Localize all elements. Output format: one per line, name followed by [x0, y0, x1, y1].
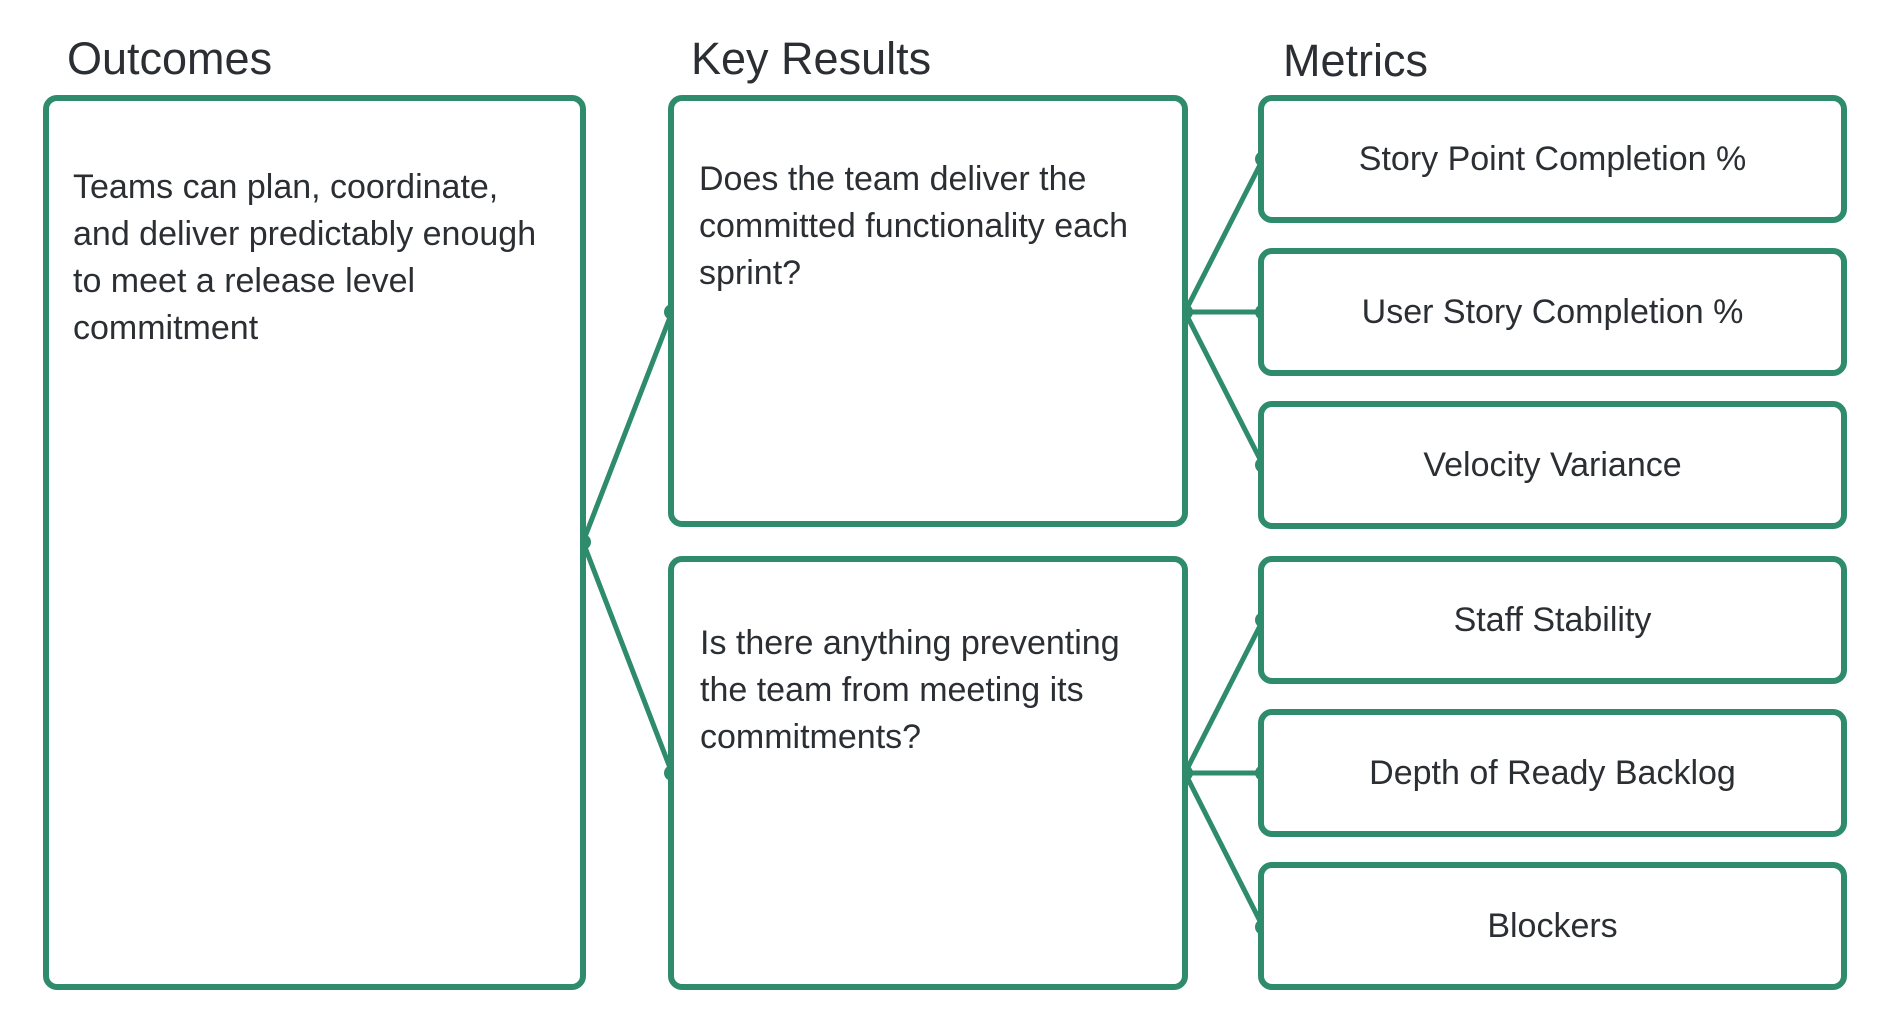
connector-outcome-kr2: [580, 539, 675, 776]
connector-kr1-metric1: [1182, 156, 1266, 315]
outcomes-heading: Outcomes: [67, 33, 273, 84]
key-result-box-1: Does the team deliver the committed func…: [668, 95, 1188, 527]
outcome-box: Teams can plan, coordinate, and deliver …: [43, 95, 586, 990]
metric-label: Blockers: [1487, 907, 1618, 945]
metric-label: Story Point Completion %: [1358, 140, 1747, 178]
metric-label: User Story Completion %: [1361, 293, 1744, 331]
connector-kr2-metric6: [1182, 770, 1266, 930]
metric-label: Staff Stability: [1453, 601, 1652, 639]
key-result-text: Does the team deliver the committed func…: [699, 160, 1128, 292]
key-result-text: Is there anything preventing the team fr…: [700, 624, 1120, 756]
metric-box: Staff Stability: [1258, 556, 1847, 684]
metric-label: Velocity Variance: [1423, 446, 1682, 484]
connector-kr2-metric4: [1182, 617, 1266, 776]
metric-box: User Story Completion %: [1258, 248, 1847, 376]
metric-box: Story Point Completion %: [1258, 95, 1847, 223]
metric-box: Velocity Variance: [1258, 401, 1847, 529]
connector-outcome-kr1: [580, 309, 675, 545]
metric-box: Blockers: [1258, 862, 1847, 990]
metric-box: Depth of Ready Backlog: [1258, 709, 1847, 837]
metric-label: Depth of Ready Backlog: [1369, 754, 1736, 792]
key-result-box-2: Is there anything preventing the team fr…: [668, 556, 1188, 990]
metrics-heading: Metrics: [1283, 35, 1428, 86]
connector-kr1-metric3: [1182, 309, 1266, 468]
key-results-heading: Key Results: [691, 33, 932, 84]
outcome-text: Teams can plan, coordinate, and deliver …: [73, 168, 537, 347]
